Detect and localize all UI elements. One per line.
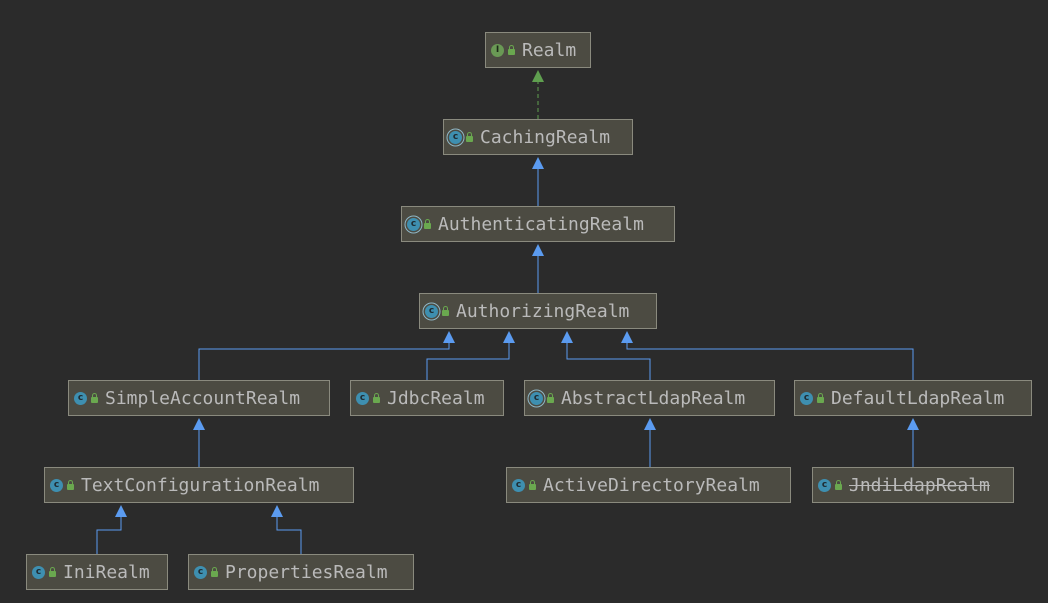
class-node-jndildaprealm[interactable]: c JndiLdapRealm bbox=[812, 467, 1014, 503]
class-node-defaultldaprealm[interactable]: c DefaultLdapRealm bbox=[794, 380, 1032, 416]
edge-extends-authorizingrealm-to-authenticatingrealm bbox=[532, 244, 544, 293]
class-node-realm[interactable]: I Realm bbox=[485, 32, 591, 68]
class-node-authorizingrealm[interactable]: c AuthorizingRealm bbox=[419, 293, 657, 329]
class-name-label: AbstractLdapRealm bbox=[561, 387, 746, 409]
class-node-activedirectoryrealm[interactable]: c ActiveDirectoryRealm bbox=[506, 467, 791, 503]
node-icons: c bbox=[449, 130, 473, 144]
edge-extends-simpleaccountrealm-to-authorizingrealm bbox=[198, 331, 455, 380]
class-name-label: PropertiesRealm bbox=[225, 561, 388, 583]
class-node-propertiesrealm[interactable]: c PropertiesRealm bbox=[188, 554, 414, 590]
inheritance-arrowhead bbox=[644, 418, 656, 430]
edge-line bbox=[276, 516, 302, 554]
edge-extends-jdbcrealm-to-authorizingrealm bbox=[426, 331, 515, 380]
class-name-label: Realm bbox=[522, 39, 577, 61]
public-access-icon bbox=[817, 393, 824, 403]
edge-extends-textconfigurationrealm-to-simpleaccountrealm bbox=[193, 418, 205, 467]
class-name-label: TextConfigurationRealm bbox=[81, 474, 320, 496]
class-name-label: JndiLdapRealm bbox=[849, 474, 990, 496]
public-access-icon bbox=[211, 567, 218, 577]
class-icon: c bbox=[818, 478, 831, 492]
node-icons: c bbox=[194, 565, 218, 579]
node-icons: c bbox=[32, 565, 56, 579]
class-node-jdbcrealm[interactable]: c JdbcRealm bbox=[350, 380, 504, 416]
class-name-label: AuthorizingRealm bbox=[456, 300, 630, 322]
abstract-class-icon: c bbox=[449, 130, 462, 144]
edge-extends-activedirectoryrealm-to-abstractldaprealm bbox=[644, 418, 656, 467]
class-name-label: AuthenticatingRealm bbox=[438, 213, 644, 235]
node-icons: c bbox=[800, 391, 824, 405]
interface-icon: I bbox=[491, 43, 504, 57]
edge-extends-inirealm-to-textconfigurationrealm bbox=[96, 505, 127, 554]
abstract-class-icon: c bbox=[425, 304, 438, 318]
public-access-icon bbox=[373, 393, 380, 403]
edge-line bbox=[566, 342, 651, 380]
abstract-class-icon: c bbox=[530, 391, 543, 405]
public-access-icon bbox=[91, 393, 98, 403]
node-icons: c bbox=[530, 391, 554, 405]
node-icons: c bbox=[818, 478, 842, 492]
class-icon: c bbox=[800, 391, 813, 405]
public-access-icon bbox=[49, 567, 56, 577]
inheritance-arrowhead bbox=[621, 331, 633, 343]
inheritance-arrowhead bbox=[503, 331, 515, 343]
inheritance-arrowhead bbox=[271, 505, 283, 517]
inheritance-arrowhead bbox=[561, 331, 573, 343]
node-icons: c bbox=[356, 391, 380, 405]
class-node-abstractldaprealm[interactable]: c AbstractLdapRealm bbox=[524, 380, 775, 416]
node-icons: c bbox=[74, 391, 98, 405]
node-icons: c bbox=[50, 478, 74, 492]
node-icons: c bbox=[512, 478, 536, 492]
node-icons: c bbox=[407, 217, 431, 231]
inheritance-arrowhead bbox=[115, 505, 127, 517]
class-node-inirealm[interactable]: c IniRealm bbox=[26, 554, 168, 590]
class-name-label: DefaultLdapRealm bbox=[831, 387, 1005, 409]
class-icon: c bbox=[50, 478, 63, 492]
class-icon: c bbox=[356, 391, 369, 405]
inheritance-arrowhead bbox=[532, 244, 544, 256]
inheritance-arrowhead bbox=[193, 418, 205, 430]
edge-extends-abstractldaprealm-to-authorizingrealm bbox=[561, 331, 651, 380]
class-icon: c bbox=[512, 478, 525, 492]
class-node-authenticatingrealm[interactable]: c AuthenticatingRealm bbox=[401, 206, 675, 242]
edge-extends-authenticatingrealm-to-cachingrealm bbox=[532, 157, 544, 206]
inheritance-arrowhead bbox=[532, 70, 544, 82]
public-access-icon bbox=[835, 480, 842, 490]
public-access-icon bbox=[508, 45, 515, 55]
class-name-label: ActiveDirectoryRealm bbox=[543, 474, 760, 496]
public-access-icon bbox=[424, 219, 431, 229]
public-access-icon bbox=[442, 306, 449, 316]
class-name-label: CachingRealm bbox=[480, 126, 611, 148]
class-node-textconfigurationrealm[interactable]: c TextConfigurationRealm bbox=[44, 467, 354, 503]
edge-extends-defaultldaprealm-to-authorizingrealm bbox=[621, 331, 914, 380]
inheritance-arrowhead bbox=[443, 331, 455, 343]
edge-implements-cachingrealm-to-realm bbox=[532, 70, 544, 119]
class-name-label: SimpleAccountRealm bbox=[105, 387, 301, 409]
public-access-icon bbox=[466, 132, 473, 142]
class-node-cachingrealm[interactable]: c CachingRealm bbox=[443, 119, 633, 155]
edge-line bbox=[198, 342, 450, 380]
edge-line bbox=[96, 516, 122, 554]
edge-extends-jndildaprealm-to-defaultldaprealm bbox=[907, 418, 919, 467]
class-icon: c bbox=[194, 565, 207, 579]
abstract-class-icon: c bbox=[407, 217, 420, 231]
edge-line bbox=[426, 342, 510, 380]
class-name-label: IniRealm bbox=[63, 561, 150, 583]
public-access-icon bbox=[67, 480, 74, 490]
class-node-simpleaccountrealm[interactable]: c SimpleAccountRealm bbox=[68, 380, 330, 416]
node-icons: I bbox=[491, 43, 515, 57]
class-name-label: JdbcRealm bbox=[387, 387, 485, 409]
edge-extends-propertiesrealm-to-textconfigurationrealm bbox=[271, 505, 302, 554]
edge-line bbox=[626, 342, 914, 380]
class-icon: c bbox=[32, 565, 45, 579]
public-access-icon bbox=[529, 480, 536, 490]
class-icon: c bbox=[74, 391, 87, 405]
inheritance-arrowhead bbox=[532, 157, 544, 169]
node-icons: c bbox=[425, 304, 449, 318]
public-access-icon bbox=[547, 393, 554, 403]
inheritance-arrowhead bbox=[907, 418, 919, 430]
